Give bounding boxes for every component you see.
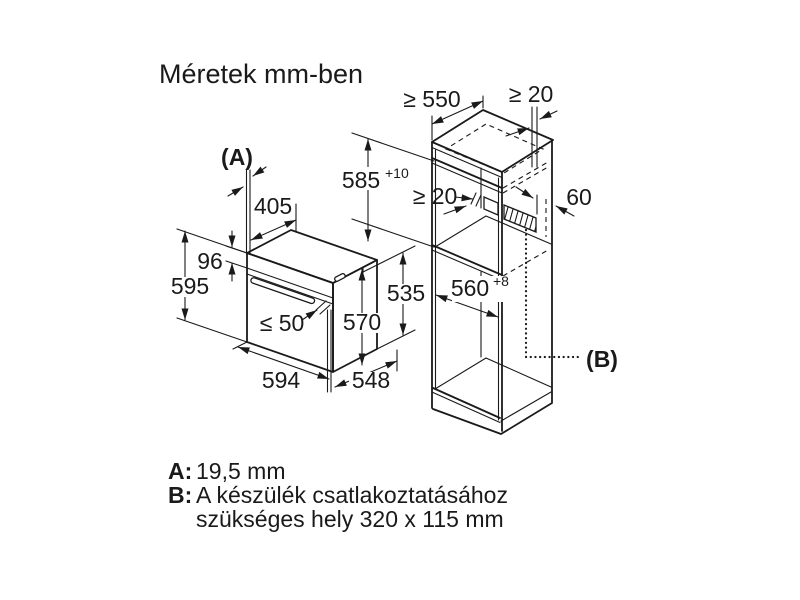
dim-vent-rear-gap: ≥ 20 — [413, 183, 458, 209]
dim-niche-width: 560 — [451, 275, 489, 301]
cabinet-top-face — [431, 109, 554, 173]
dim-oven-handle-clearance: ≤ 50 — [260, 310, 305, 336]
oven-door-top-line — [246, 273, 334, 305]
marker-b-label: (B) — [586, 346, 618, 372]
cabinet-base-bottom — [432, 402, 553, 435]
dim-oven-width: 594 — [262, 367, 301, 393]
legend-a-key: A: — [168, 458, 192, 484]
cabinet-dimension-lines — [351, 95, 583, 359]
dim-oven-total-height: 595 — [171, 273, 209, 299]
legend-b-key: B: — [168, 482, 192, 508]
oven-panel-line — [246, 267, 334, 299]
legend-b-value-line1: A készülék csatlakoztatásához — [196, 482, 508, 508]
connection-area-dotted-line — [524, 228, 583, 359]
vent-slot-front — [483, 196, 499, 216]
dim-oven-depth: 548 — [352, 367, 390, 393]
dim-niche-height-tolerance: +10 — [385, 165, 409, 181]
vent-slot-hatched — [503, 204, 537, 233]
cabinet-base-side-line — [500, 391, 552, 422]
dim-cabinet-rear-top-gap: ≥ 20 — [509, 81, 554, 107]
cabinet-niche-top-shelf — [431, 157, 503, 189]
oven-side-grip-hole — [334, 272, 346, 282]
dim-cabinet-min-depth: ≥ 550 — [403, 86, 460, 112]
dim-oven-top-depth: 405 — [254, 193, 292, 219]
cabinet-floor-edge — [432, 387, 501, 419]
legend: A: 19,5 mm B: A készülék csatlakoztatásá… — [168, 458, 508, 532]
cabinet-drawing: ≥ 550 ≥ 20 585 +10 ≥ 20 60 560 +8 (B) — [336, 81, 618, 435]
oven-door-handle — [250, 277, 316, 305]
dim-niche-width-tolerance: +8 — [493, 273, 509, 289]
cabinet-top-dashed-opening — [444, 123, 545, 174]
vent-hatching — [504, 205, 536, 232]
dim-oven-front-height: 570 — [343, 309, 381, 335]
oven-drawing: (A) 405 96 595 ≤ 50 570 594 548 535 — [171, 144, 426, 393]
cabinet-niche-bottom-shelf — [431, 244, 503, 276]
diagram-title: Méretek mm-ben — [159, 59, 363, 89]
marker-a-label: (A) — [221, 144, 253, 170]
legend-a-value: 19,5 mm — [196, 458, 285, 484]
dim-niche-height: 585 — [342, 167, 380, 193]
legend-b-value-line2: szükséges hely 320 x 115 mm — [196, 506, 504, 532]
dim-oven-body-height: 535 — [387, 280, 425, 306]
dim-vent-height: 60 — [566, 184, 592, 210]
dim-oven-panel-height: 96 — [197, 248, 223, 274]
